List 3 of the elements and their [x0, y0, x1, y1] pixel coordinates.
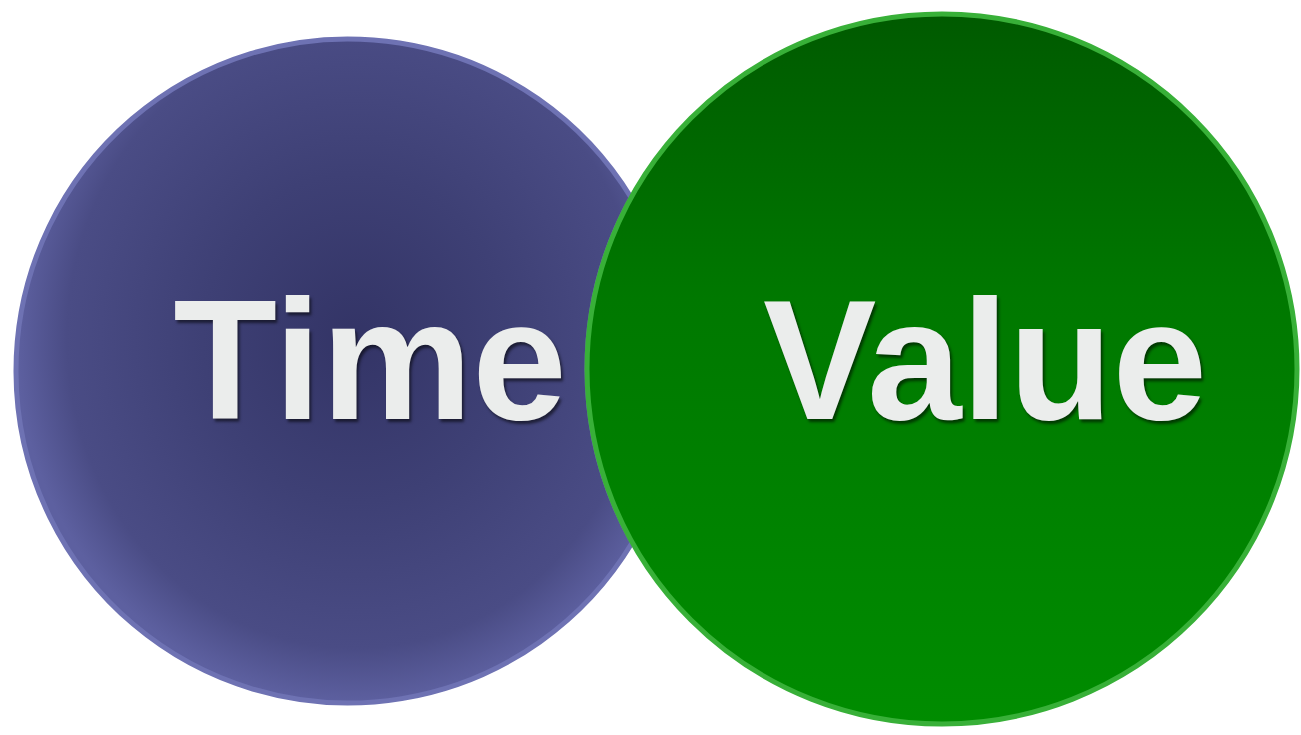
circle-label: Time	[173, 275, 567, 445]
circle-label: Value	[762, 275, 1208, 445]
circle	[584, 11, 1300, 727]
